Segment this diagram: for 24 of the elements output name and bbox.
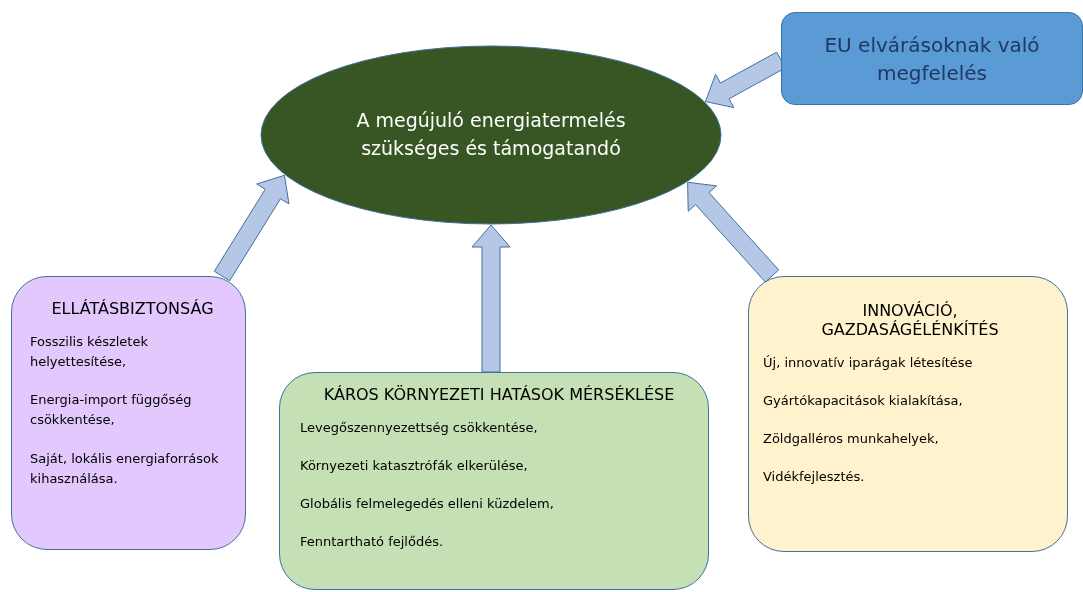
card-item: Fenntartható fejlődés. [300, 533, 445, 552]
topic-card [11, 276, 246, 550]
card-item: Energia-import függőség csökkentése, [30, 391, 193, 430]
requirement-box [781, 12, 1083, 105]
card-item: Környezeti katasztrófák elkerülése, [300, 457, 529, 476]
topic-card [279, 372, 709, 590]
card-heading: KÁROS KÖRNYEZETI HATÁSOK MÉRSÉKLÉSE [322, 385, 676, 404]
card-heading: INNOVÁCIÓ, GAZDASÁGÉLÉNKÍTÉS [820, 301, 1000, 339]
card-item: Globális felmelegedés elleni küzdelem, [300, 495, 555, 514]
block-arrow [471, 224, 511, 373]
card-item: Fosszilis készletek helyettesítése, [30, 333, 149, 372]
card-item: Zöldgalléros munkahelyek, [763, 430, 940, 449]
goal-ellipse [260, 45, 722, 225]
card-item: Új, innovatív iparágak létesítése [763, 354, 974, 372]
topic-card [748, 276, 1068, 552]
card-item: Vidékfejlesztés. [763, 468, 866, 487]
node-label: A megújuló energiatermelés szükséges és támogatandó [355, 108, 627, 161]
block-arrow [213, 174, 290, 282]
card-item: Gyártókapacitások kialakítása, [763, 392, 964, 411]
node-label: EU elvárásoknak való megfelelés [823, 31, 1041, 87]
block-arrow [687, 181, 780, 283]
card-item: Levegőszennyezettség csökkentése, [300, 419, 539, 437]
card-heading: ELLÁTÁSBIZTONSÁG [50, 299, 215, 318]
card-item: Saját, lokális energiaforrások kihasználása. [30, 449, 220, 488]
